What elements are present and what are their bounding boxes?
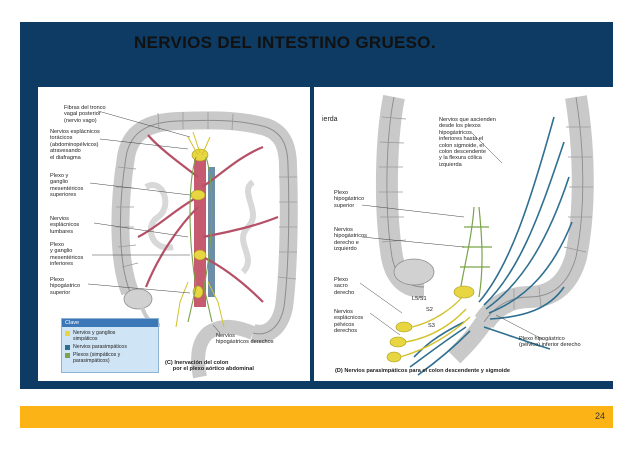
footer-bar: 24: [20, 406, 613, 428]
colon-illustration-right: [359, 94, 594, 376]
label-ascending-nerves: Nervios que ascienden desde los plexos h…: [439, 117, 496, 168]
colon-illustration-left: [87, 110, 298, 379]
header-bar: [20, 22, 613, 87]
label-superior-mesenteric: Plexo y ganglio mesentéricos superiores: [50, 173, 84, 199]
label-inferior-mesenteric: Plexo y ganglio mesentéricos inferiores: [50, 242, 84, 268]
label-right-hypogastric-nerves: Nervios hipogástricos derechos: [216, 333, 274, 346]
label-l5-s1: L5/S1: [412, 296, 427, 302]
label-superior-hypogastric-right: Plexo hipogástrico superior: [334, 190, 365, 209]
key-item-plexus: Plexos (simpáticos y parasimpáticos): [73, 352, 121, 364]
caption-left: (C) Inervación del colon por el plexo aó…: [165, 360, 254, 373]
key-legend: Clave Nervios y ganglios simpáticos Nerv…: [61, 318, 159, 373]
label-pelvic-splanchnic: Nervios esplácnicos pélvicos derechos: [334, 309, 364, 335]
swatch-sympathetic: [65, 331, 70, 336]
key-title: Clave: [62, 319, 158, 327]
page-number: 24: [594, 411, 605, 421]
swatch-plexus: [65, 353, 70, 358]
label-inferior-hypogastric-plexus: Plexo hipogástrico (pélvico) inferior de…: [519, 336, 581, 349]
content-frame: Fibras del tronco vagal posterior (nervi…: [20, 87, 613, 389]
slide-title: NERVIOS DEL INTESTINO GRUESO.: [134, 33, 436, 52]
label-vagal-fibers: Fibras del tronco vagal posterior (nervi…: [64, 105, 106, 124]
figure-colon-aortic-plexus: Fibras del tronco vagal posterior (nervi…: [38, 87, 310, 381]
label-sacral-plexus: Plexo sacro derecho: [334, 277, 355, 296]
label-superior-hypogastric: Plexo hipogástrico superior: [50, 277, 81, 296]
label-hypogastric-nerves-right: Nervios hipogástricos derecho e izquierd…: [334, 227, 367, 253]
label-s2: S2: [426, 307, 433, 313]
label-thoracic-splanchnic: Nervios esplácnicos torácicos (abdominop…: [50, 129, 100, 161]
key-item-sympathetic: Nervios y ganglios simpáticos: [73, 330, 116, 342]
figure-parasympathetic-colon: ierda Nervios que ascienden desde los pl…: [314, 87, 613, 381]
caption-right: (D) Nervios parasimpáticos para el colon…: [335, 368, 511, 374]
label-s3: S3: [428, 323, 435, 329]
label-left-edge: ierda: [322, 116, 338, 123]
key-item-parasympathetic: Nervios parasimpáticos: [73, 344, 127, 350]
label-lumbar-splanchnic: Nervios esplácnicos lumbares: [50, 216, 80, 235]
swatch-parasympathetic: [65, 345, 70, 350]
